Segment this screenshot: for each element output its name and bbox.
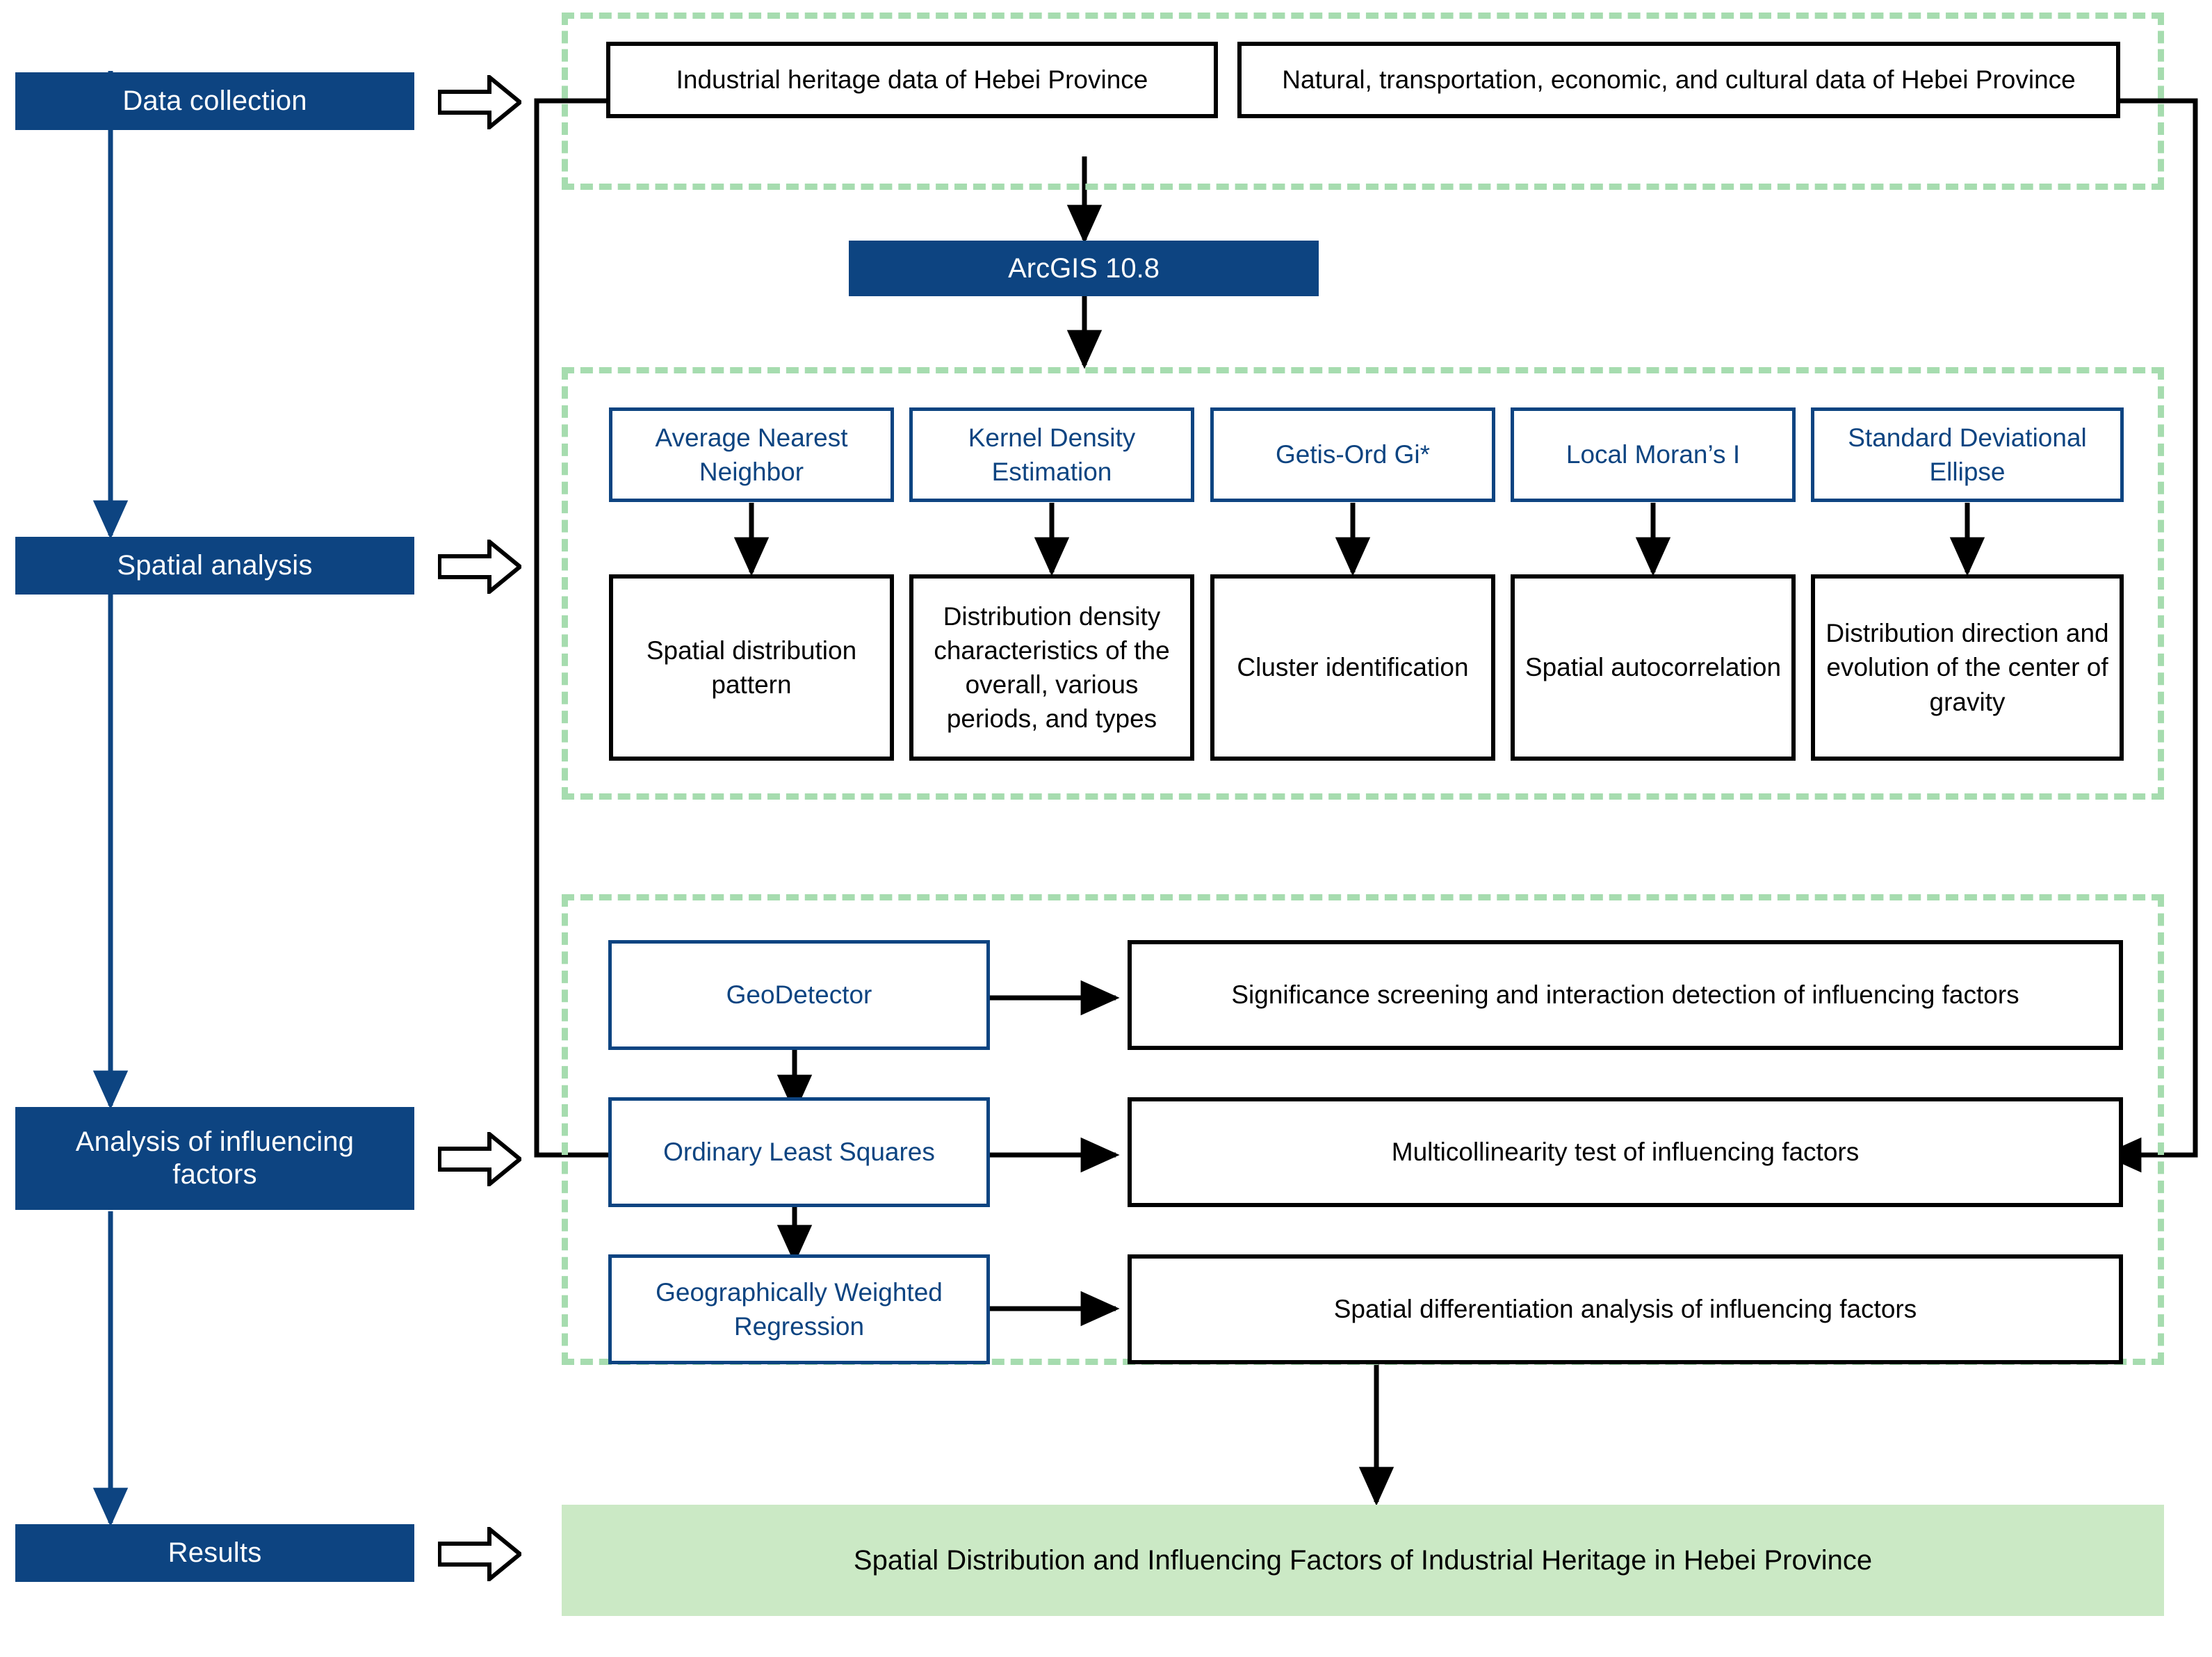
stage-analysis-of-influencing-factors[interactable]: Analysis of influencing factors — [15, 1107, 414, 1210]
factor-output-label: Significance screening and interaction d… — [1231, 980, 2019, 1010]
stage-data-collection[interactable]: Data collection — [15, 72, 414, 130]
stage-spatial-analysis[interactable]: Spatial analysis — [15, 537, 414, 595]
right-chevron-icon — [438, 540, 521, 594]
method-box-average-nearest-neighbor[interactable]: Average Nearest Neighbor — [609, 407, 894, 502]
output-box-spatial-autocorrelation[interactable]: Spatial autocorrelation — [1511, 574, 1796, 761]
method-label: Standard Deviational Ellipse — [1848, 423, 2087, 486]
results-banner[interactable]: Spatial Distribution and Influencing Fac… — [562, 1505, 2164, 1616]
factor-method-box-geographically-weighted-regression[interactable]: Geographically Weighted Regression — [608, 1254, 990, 1364]
method-label: Getis-Ord Gi* — [1275, 440, 1431, 469]
output-box-distribution-density-characteristics[interactable]: Distribution density characteristics of … — [909, 574, 1194, 761]
data-box-natural-transportation-economic-cultural[interactable]: Natural, transportation, economic, and c… — [1237, 42, 2120, 118]
data-box-label: Natural, transportation, economic, and c… — [1282, 65, 2076, 95]
output-label: Distribution density characteristics of … — [934, 601, 1170, 734]
right-chevron-icon — [438, 1527, 521, 1581]
factor-output-label: Multicollinearity test of influencing fa… — [1391, 1138, 1860, 1167]
output-box-distribution-direction-center-of-gravity[interactable]: Distribution direction and evolution of … — [1811, 574, 2124, 761]
method-box-getis-ord-gi[interactable]: Getis-Ord Gi* — [1210, 407, 1495, 502]
method-box-standard-deviational-ellipse[interactable]: Standard Deviational Ellipse — [1811, 407, 2124, 502]
results-banner-label: Spatial Distribution and Influencing Fac… — [853, 1544, 1873, 1576]
output-label: Spatial distribution pattern — [646, 636, 857, 699]
factor-method-label: Ordinary Least Squares — [663, 1138, 935, 1167]
group-frame-data-collection — [562, 13, 2164, 190]
factor-method-box-geodetector[interactable]: GeoDetector — [608, 940, 990, 1050]
factor-output-label: Spatial differentiation analysis of infl… — [1333, 1295, 1917, 1324]
method-label: Average Nearest Neighbor — [655, 423, 848, 486]
method-box-kernel-density-estimation[interactable]: Kernel Density Estimation — [909, 407, 1194, 502]
method-box-local-morans-i[interactable]: Local Moran’s I — [1511, 407, 1796, 502]
data-box-industrial-heritage[interactable]: Industrial heritage data of Hebei Provin… — [606, 42, 1218, 118]
factor-method-box-ordinary-least-squares[interactable]: Ordinary Least Squares — [608, 1097, 990, 1207]
software-box-arcgis[interactable]: ArcGIS 10.8 — [849, 241, 1319, 296]
factor-method-label: GeoDetector — [726, 980, 872, 1010]
stage-label: Analysis of influencing factors — [75, 1126, 355, 1190]
output-label: Distribution direction and evolution of … — [1825, 619, 2109, 716]
data-box-label: Industrial heritage data of Hebei Provin… — [676, 65, 1148, 95]
output-box-spatial-distribution-pattern[interactable]: Spatial distribution pattern — [609, 574, 894, 761]
method-label: Kernel Density Estimation — [968, 423, 1136, 486]
factor-output-box-significance-screening[interactable]: Significance screening and interaction d… — [1128, 940, 2123, 1050]
output-label: Cluster identification — [1237, 653, 1469, 682]
method-label: Local Moran’s I — [1566, 440, 1741, 469]
stage-label: Spatial analysis — [117, 549, 313, 581]
output-label: Spatial autocorrelation — [1524, 653, 1782, 682]
stage-label: Data collection — [122, 85, 307, 116]
factor-output-box-spatial-differentiation-analysis[interactable]: Spatial differentiation analysis of infl… — [1128, 1254, 2123, 1364]
software-label: ArcGIS 10.8 — [1008, 252, 1160, 284]
right-chevron-icon — [438, 75, 521, 129]
group-frame-spatial-analysis — [562, 367, 2164, 800]
factor-output-box-multicollinearity-test[interactable]: Multicollinearity test of influencing fa… — [1128, 1097, 2123, 1207]
stage-label: Results — [168, 1537, 262, 1568]
stage-results[interactable]: Results — [15, 1524, 414, 1582]
right-chevron-icon — [438, 1132, 521, 1186]
output-box-cluster-identification[interactable]: Cluster identification — [1210, 574, 1495, 761]
factor-method-label: Geographically Weighted Regression — [656, 1277, 943, 1341]
